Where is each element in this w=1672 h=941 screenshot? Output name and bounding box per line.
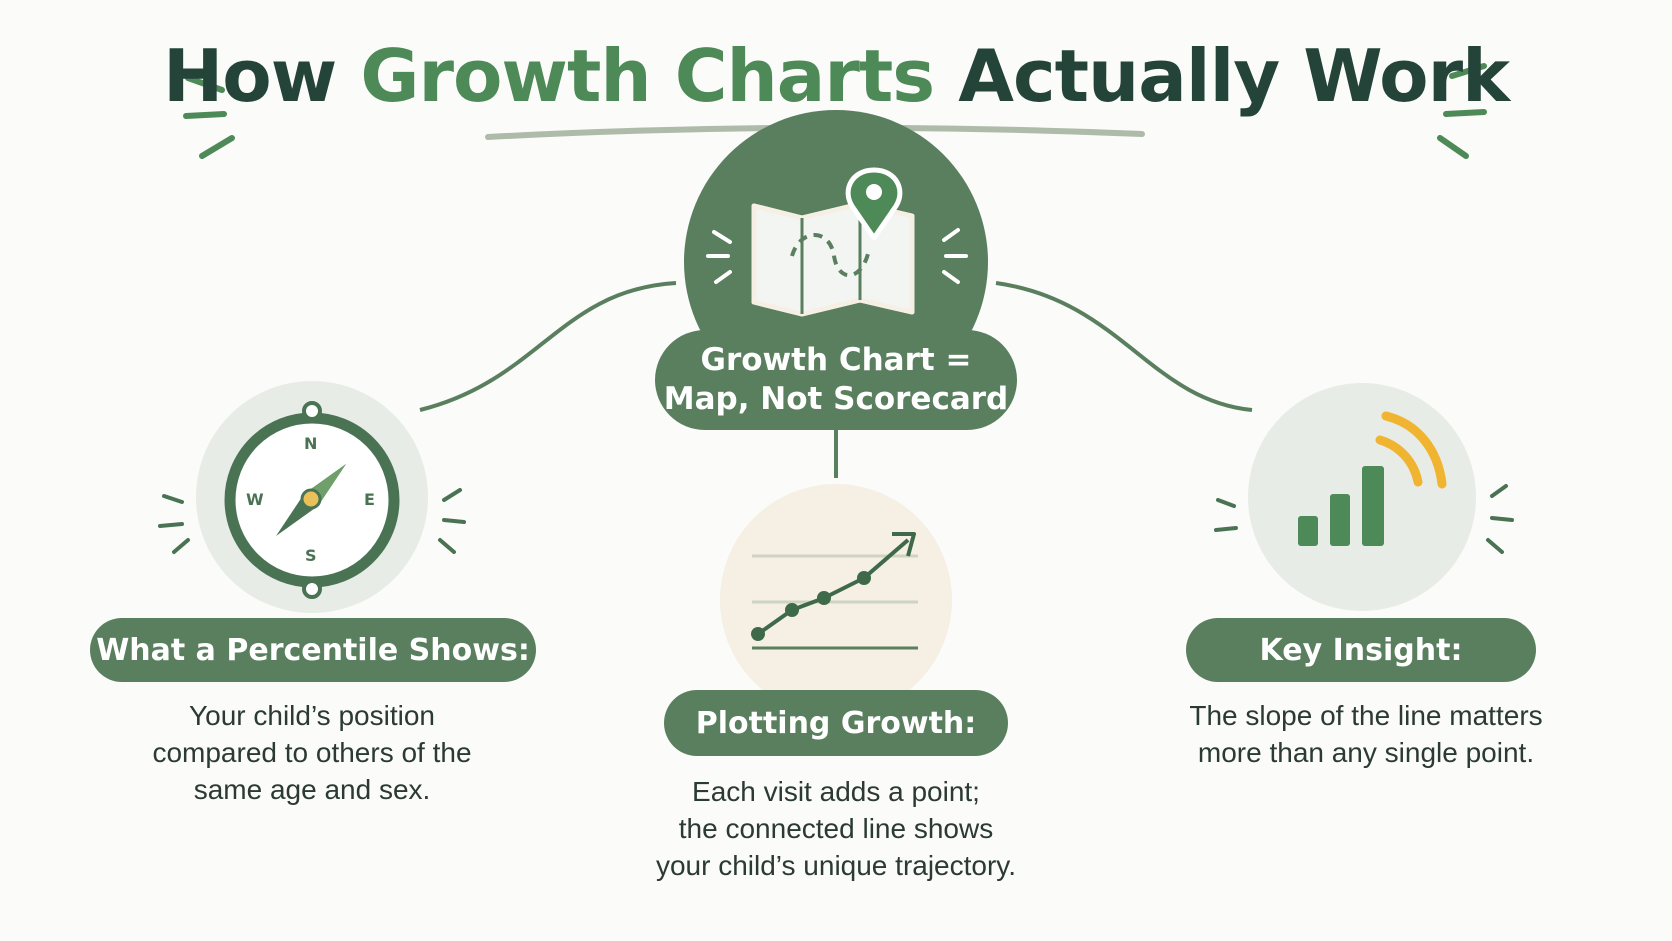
title-sparkle-right xyxy=(1437,63,1487,159)
title-sparkle-left xyxy=(183,75,235,159)
left-heading: What a Percentile Shows: xyxy=(96,632,530,668)
center-pill-line-1: Growth Chart = xyxy=(700,342,972,378)
center-pill-line-2: Map, Not Scorecard xyxy=(663,381,1009,417)
left-desc-line-3: same age and sex. xyxy=(193,774,431,805)
middle-desc-line-3: your child’s unique trajectory. xyxy=(655,850,1017,881)
bar-signal-icon xyxy=(1298,411,1447,546)
connector-right xyxy=(995,281,1253,412)
middle-heading-pill: Plotting Growth: xyxy=(664,690,1008,756)
right-heading: Key Insight: xyxy=(1259,632,1463,668)
title-part-2: Growth Charts xyxy=(360,34,935,118)
trend-line-icon xyxy=(751,532,918,650)
right-heading-pill: Key Insight: xyxy=(1186,618,1536,682)
middle-heading: Plotting Growth: xyxy=(695,705,977,741)
right-sparkles xyxy=(1214,484,1514,554)
title-part-1: How xyxy=(163,34,361,118)
left-sparkles xyxy=(158,488,466,554)
connector-left xyxy=(419,281,677,412)
left-desc-line-2: compared to others of the xyxy=(152,737,472,768)
compass-icon xyxy=(224,401,400,599)
compass-label-e: E xyxy=(364,490,375,509)
right-desc-line-1: The slope of the line matters xyxy=(1189,700,1543,731)
middle-circle xyxy=(720,484,952,716)
center-sparkles xyxy=(706,228,968,284)
compass-label-n: N xyxy=(304,434,318,453)
title-part-3: Actually Work xyxy=(934,34,1510,118)
map-pin-icon xyxy=(751,167,915,317)
center-pill: Growth Chart = Map, Not Scorecard xyxy=(655,330,1017,430)
middle-description: Each visit adds a point; the connected l… xyxy=(616,773,1056,884)
left-description: Your child’s position compared to others… xyxy=(112,697,512,808)
right-description: The slope of the line matters more than … xyxy=(1156,697,1576,771)
compass-label-s: S xyxy=(305,546,317,565)
middle-desc-line-2: the connected line shows xyxy=(678,813,994,844)
compass-label-w: W xyxy=(246,490,264,509)
middle-desc-line-1: Each visit adds a point; xyxy=(692,776,980,807)
left-desc-line-1: Your child’s position xyxy=(189,700,435,731)
left-heading-pill: What a Percentile Shows: xyxy=(90,618,536,682)
right-desc-line-2: more than any single point. xyxy=(1197,737,1535,768)
page-title: How Growth Charts Actually Work xyxy=(0,34,1672,118)
